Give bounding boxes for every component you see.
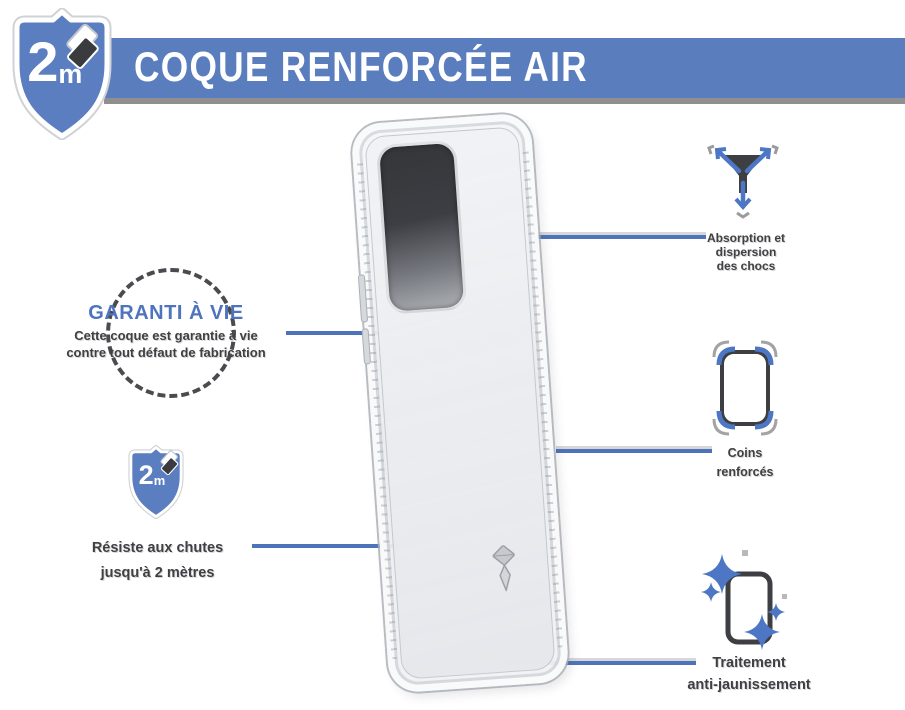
- warranty-title: GARANTI À VIE: [88, 302, 244, 324]
- shock-description: Absorption et dispersion des chocs: [707, 231, 785, 273]
- reinforced-corners-icon: [712, 340, 778, 436]
- camera-module-cutout: [375, 139, 468, 315]
- warranty-description: Cette coque est garantie à vie contre to…: [66, 328, 266, 360]
- anti-yellowing-sparkle-icon: [701, 550, 787, 650]
- connector-line-corners: [556, 449, 712, 453]
- connector-line-drop: [252, 544, 397, 548]
- drop-description: Résiste aux chutes jusqu'à 2 mètres: [91, 540, 224, 581]
- drop-height-value: 2 m: [27, 30, 83, 94]
- header-band: COQUE RENFORCÉE AIR: [104, 38, 905, 98]
- phone-case-image: [350, 112, 570, 694]
- connector-line-anti-yellowing: [500, 661, 696, 665]
- anti-yellowing-description: Traitement anti-jaunissement: [687, 655, 811, 693]
- drop-height-shield-badge-small: 2 m: [127, 445, 185, 519]
- page-title: COQUE RENFORCÉE AIR: [134, 43, 588, 91]
- brand-emblem-icon: [492, 544, 516, 593]
- connector-line-warranty: [286, 331, 378, 335]
- corners-description: Coins renforcés: [716, 446, 774, 479]
- connector-line-shock: [538, 235, 706, 239]
- shock-dispersion-icon: [707, 144, 779, 219]
- drop-height-shield-badge: 2 m: [10, 8, 114, 140]
- warranty-wreath-circle: [106, 268, 236, 398]
- drop-height-value: 2 m: [138, 459, 166, 490]
